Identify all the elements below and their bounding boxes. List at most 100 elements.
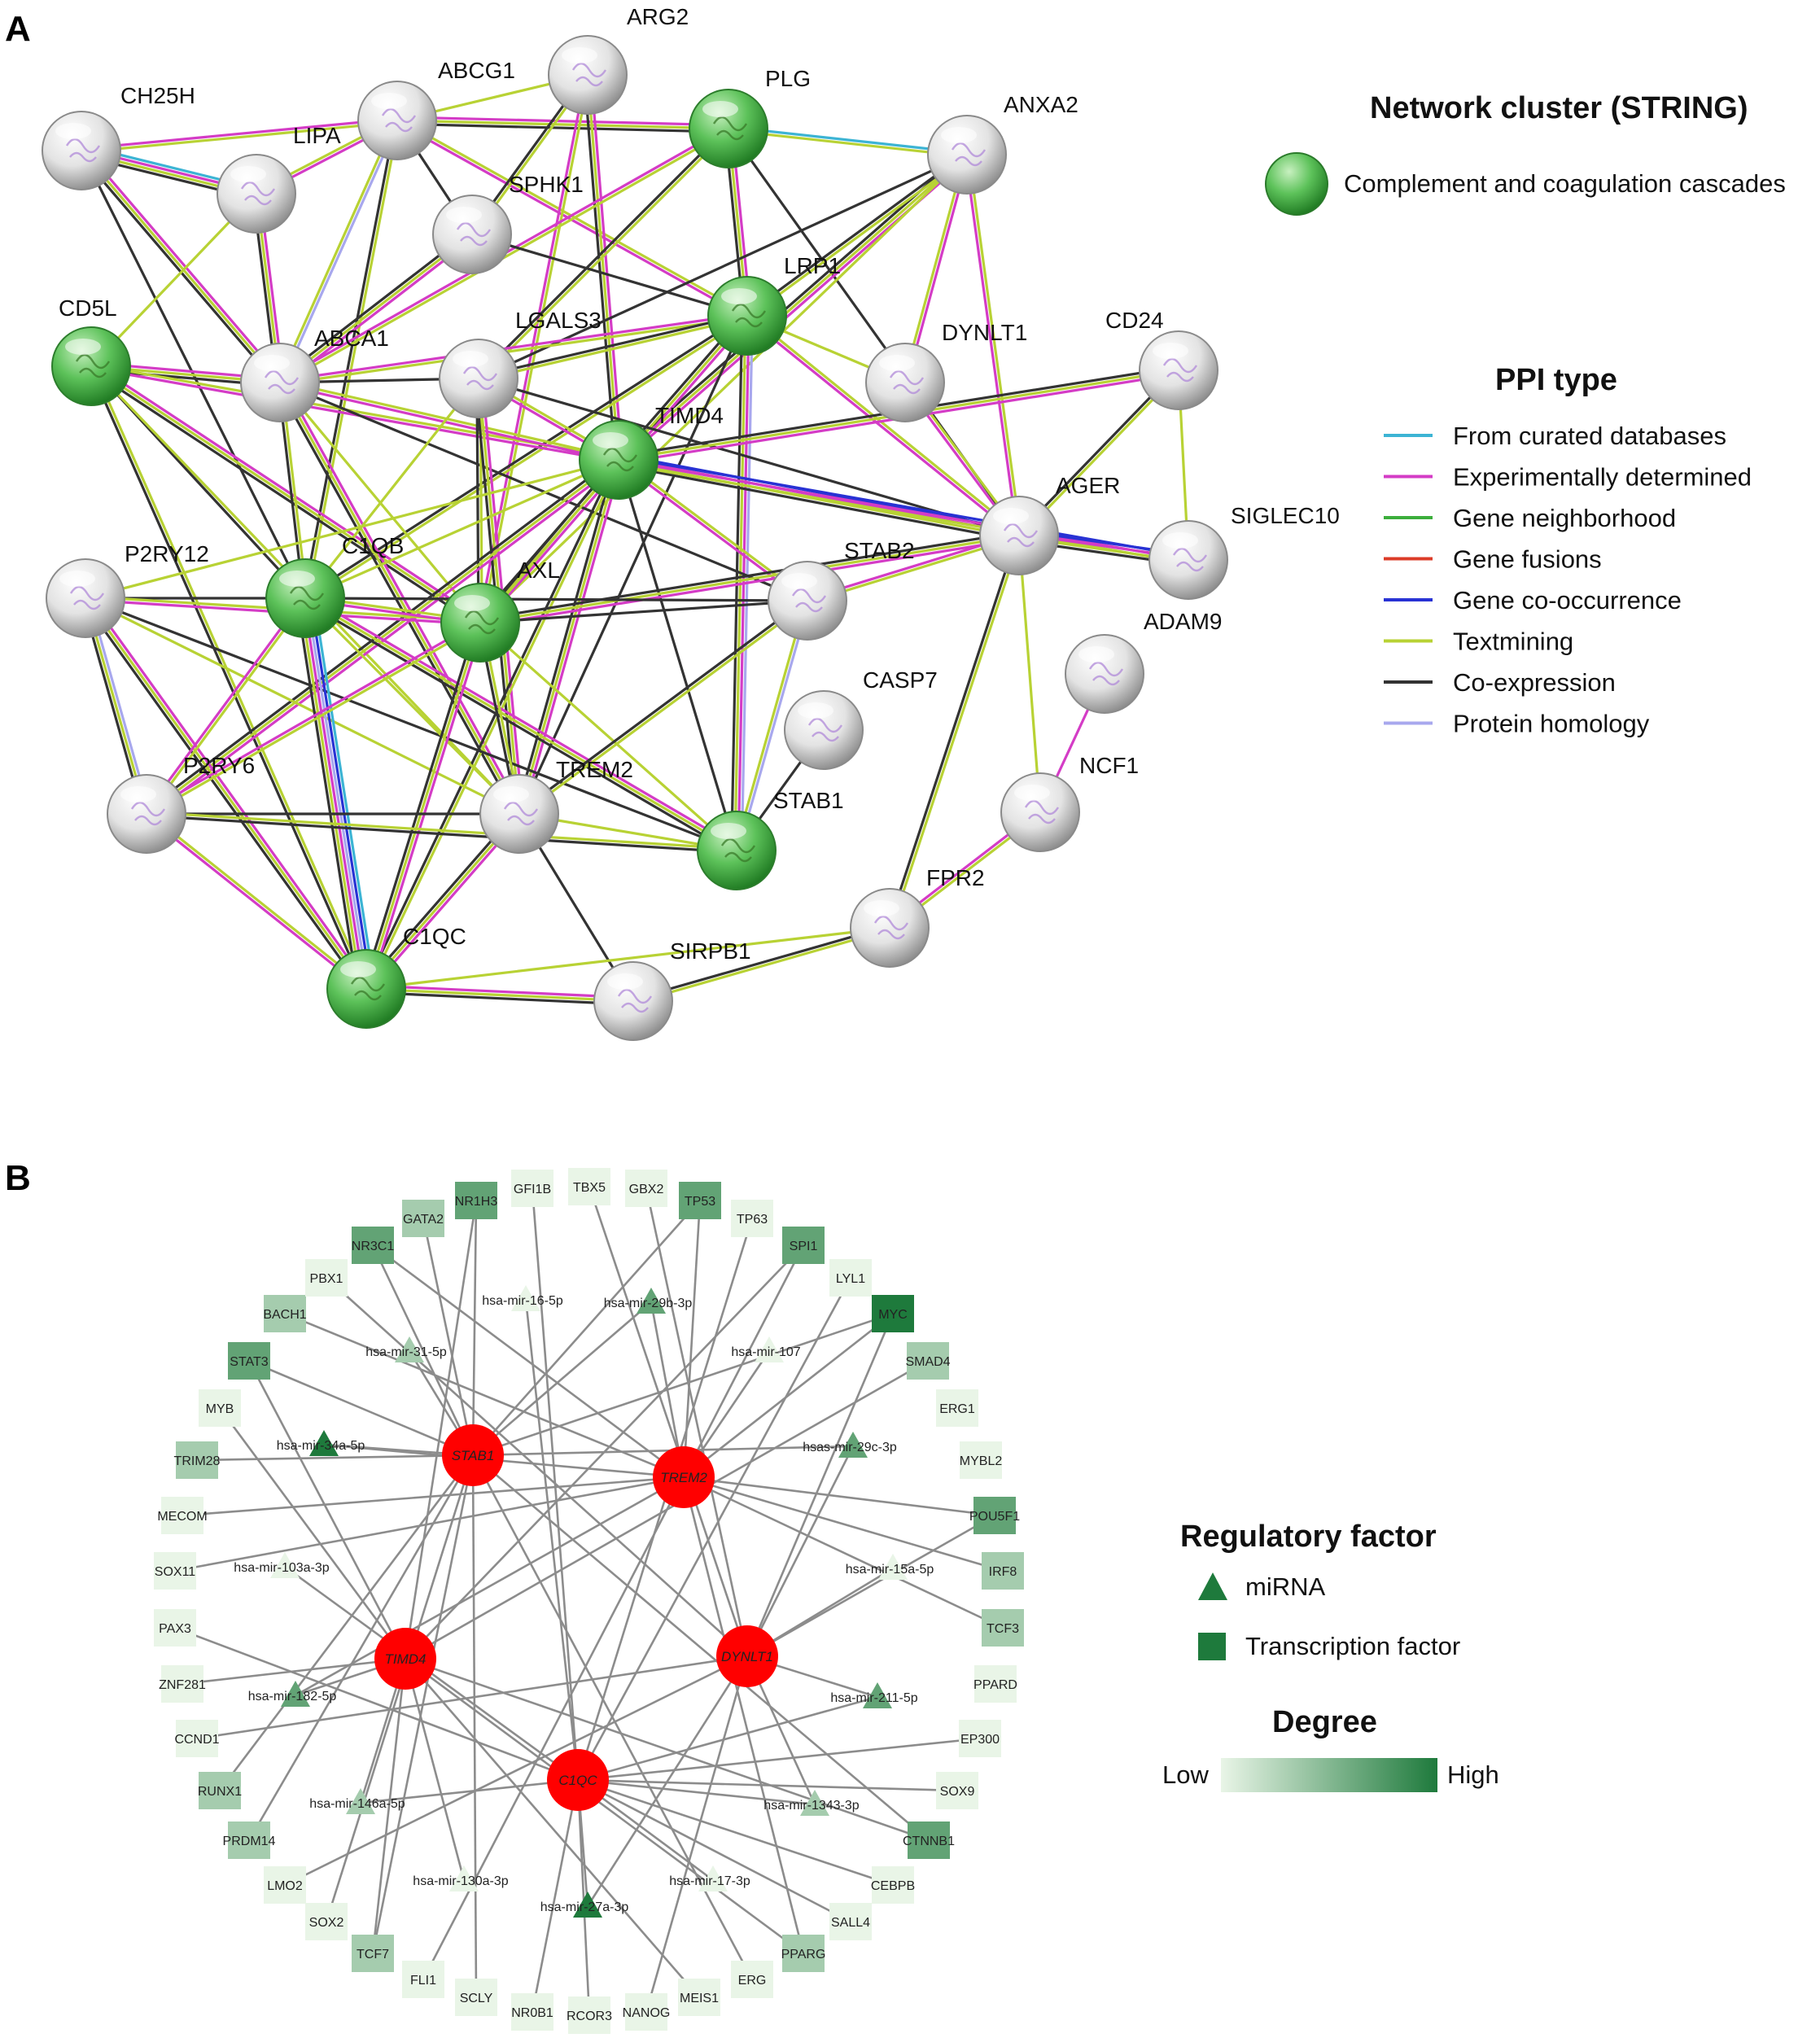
tf-node-ctnnb1[interactable]: CTNNB1 bbox=[903, 1822, 955, 1859]
ppi-node-fpr2[interactable]: FPR2 bbox=[850, 865, 985, 968]
tf-node-smad4[interactable]: SMAD4 bbox=[905, 1342, 951, 1380]
mirna-node-hsas-mir-29c-3p[interactable]: hsas-mir-29c-3p bbox=[803, 1432, 897, 1458]
tf-node-pou5f1[interactable]: POU5F1 bbox=[969, 1497, 1020, 1534]
ppi-legend-label: Protein homology bbox=[1453, 710, 1650, 738]
tf-node-sox2[interactable]: SOX2 bbox=[305, 1903, 348, 1940]
tf-node-tcf3[interactable]: TCF3 bbox=[982, 1609, 1024, 1647]
mirna-node-hsa-mir-27a-3p[interactable]: hsa-mir-27a-3p bbox=[540, 1891, 629, 1918]
ppi-node-lrp1[interactable]: LRP1 bbox=[707, 253, 841, 356]
tf-node-spi1[interactable]: SPI1 bbox=[782, 1227, 825, 1264]
tf-node-tp53[interactable]: TP53 bbox=[679, 1182, 721, 1219]
ppi-node-plg[interactable]: PLG bbox=[689, 66, 811, 168]
mirna-node-hsa-mir-146a-5p[interactable]: hsa-mir-146a-5p bbox=[309, 1788, 405, 1814]
ppi-node-lgals3[interactable]: LGALS3 bbox=[439, 308, 602, 418]
tf-node-tbx5[interactable]: TBX5 bbox=[568, 1168, 610, 1205]
tf-node-ppard[interactable]: PPARD bbox=[973, 1665, 1017, 1703]
ppi-node-c1qc[interactable]: C1QC bbox=[326, 924, 466, 1029]
tf-node-nr3c1[interactable]: NR3C1 bbox=[352, 1227, 395, 1264]
hub-gene-dynlt1[interactable]: DYNLT1 bbox=[716, 1625, 778, 1687]
tf-node-gata2[interactable]: GATA2 bbox=[402, 1200, 444, 1237]
ppi-node-ncf1[interactable]: NCF1 bbox=[1000, 753, 1139, 852]
tf-node-nr0b1[interactable]: NR0B1 bbox=[511, 1993, 553, 2031]
tf-node-ep300[interactable]: EP300 bbox=[959, 1720, 1001, 1757]
tf-node-sall4[interactable]: SALL4 bbox=[829, 1903, 872, 1940]
ppi-node-stab1[interactable]: STAB1 bbox=[697, 788, 844, 890]
mirna-node-hsa-mir-103a-3p[interactable]: hsa-mir-103a-3p bbox=[234, 1552, 330, 1578]
tf-node-gfi1b[interactable]: GFI1B bbox=[511, 1170, 553, 1207]
ppi-node-anxa2[interactable]: ANXA2 bbox=[927, 92, 1078, 195]
mirna-node-hsa-mir-130a-3p[interactable]: hsa-mir-130a-3p bbox=[413, 1865, 509, 1891]
mirna-node-hsa-mir-107[interactable]: hsa-mir-107 bbox=[731, 1336, 801, 1362]
ppi-node-label-lgals3: LGALS3 bbox=[515, 308, 602, 333]
mirna-node-hsa-mir-17-3p[interactable]: hsa-mir-17-3p bbox=[669, 1865, 750, 1891]
tf-node-meis1[interactable]: MEIS1 bbox=[678, 1979, 720, 2016]
hub-gene-timd4[interactable]: TIMD4 bbox=[374, 1628, 436, 1690]
ppi-node-dynlt1[interactable]: DYNLT1 bbox=[865, 320, 1027, 422]
tf-node-gbx2[interactable]: GBX2 bbox=[625, 1170, 667, 1207]
ppi-node-abcg1[interactable]: ABCG1 bbox=[357, 58, 515, 160]
ppi-node-trem2[interactable]: TREM2 bbox=[479, 757, 633, 854]
ppi-node-sphk1[interactable]: SPHK1 bbox=[432, 172, 584, 274]
tf-node-lyl1[interactable]: LYL1 bbox=[829, 1259, 872, 1297]
mirna-node-hsa-mir-1343-3p[interactable]: hsa-mir-1343-3p bbox=[763, 1790, 860, 1816]
ppi-node-siglec10[interactable]: SIGLEC10 bbox=[1148, 503, 1340, 600]
mirna-node-hsa-mir-16-5p[interactable]: hsa-mir-16-5p bbox=[482, 1285, 563, 1311]
tf-node-scly[interactable]: SCLY bbox=[455, 1979, 497, 2016]
tf-node-cebpb[interactable]: CEBPB bbox=[871, 1866, 915, 1904]
tf-node-myc[interactable]: MYC bbox=[872, 1295, 914, 1332]
ppi-node-p2ry6[interactable]: P2RY6 bbox=[107, 753, 255, 854]
tf-node-prdm14[interactable]: PRDM14 bbox=[223, 1822, 276, 1859]
ppi-node-stab2[interactable]: STAB2 bbox=[768, 538, 915, 641]
mirna-node-hsa-mir-15a-5p[interactable]: hsa-mir-15a-5p bbox=[846, 1554, 934, 1580]
mirna-node-hsa-mir-29b-3p[interactable]: hsa-mir-29b-3p bbox=[604, 1288, 693, 1314]
hub-gene-trem2[interactable]: TREM2 bbox=[653, 1446, 715, 1508]
tf-node-erg[interactable]: ERG bbox=[731, 1961, 773, 1998]
hub-gene-stab1[interactable]: STAB1 bbox=[442, 1424, 504, 1486]
ppi-node-sirpb1[interactable]: SIRPB1 bbox=[593, 938, 751, 1041]
ppi-node-lipa[interactable]: LIPA bbox=[217, 123, 341, 234]
mirna-node-hsa-mir-34a-5p[interactable]: hsa-mir-34a-5p bbox=[277, 1430, 365, 1456]
protein-structure-icon bbox=[464, 610, 500, 635]
tf-node-nr1h3[interactable]: NR1H3 bbox=[455, 1182, 498, 1219]
ppi-node-casp7[interactable]: CASP7 bbox=[784, 667, 938, 770]
ppi-node-arg2[interactable]: ARG2 bbox=[548, 4, 689, 115]
tf-node-tcf7[interactable]: TCF7 bbox=[352, 1935, 394, 1972]
tf-node-mybl2[interactable]: MYBL2 bbox=[960, 1441, 1003, 1479]
tf-node-myb[interactable]: MYB bbox=[199, 1389, 241, 1427]
tf-node-pbx1[interactable]: PBX1 bbox=[305, 1259, 348, 1297]
ppi-node-timd4[interactable]: TIMD4 bbox=[579, 403, 724, 500]
ppi-node-cd24[interactable]: CD24 bbox=[1105, 308, 1218, 410]
mirna-node-hsa-mir-182-5p[interactable]: hsa-mir-182-5p bbox=[248, 1681, 337, 1707]
hub-gene-c1qc[interactable]: C1QC bbox=[547, 1749, 609, 1811]
mirna-node-hsa-mir-211-5p[interactable]: hsa-mir-211-5p bbox=[830, 1682, 918, 1708]
tf-node-rcor3[interactable]: RCOR3 bbox=[567, 1996, 612, 2034]
tf-node-pparg[interactable]: PPARG bbox=[781, 1935, 826, 1972]
tf-node-trim28[interactable]: TRIM28 bbox=[174, 1441, 221, 1479]
tf-node-nanog[interactable]: NANOG bbox=[623, 1993, 671, 2031]
ppi-node-p2ry12[interactable]: P2RY12 bbox=[46, 541, 209, 638]
mirna-node-hsa-mir-31-5p[interactable]: hsa-mir-31-5p bbox=[365, 1336, 447, 1362]
protein-structure-icon bbox=[130, 801, 166, 826]
tf-node-znf281[interactable]: ZNF281 bbox=[159, 1665, 206, 1703]
tf-node-bach1[interactable]: BACH1 bbox=[263, 1295, 307, 1332]
ppi-node-abca1[interactable]: ABCA1 bbox=[240, 326, 389, 422]
ppi-node-ch25h[interactable]: CH25H bbox=[42, 83, 195, 190]
tf-node-sox11[interactable]: SOX11 bbox=[154, 1552, 196, 1590]
tf-node-ccnd1[interactable]: CCND1 bbox=[174, 1720, 220, 1757]
ppi-node-adam9[interactable]: ADAM9 bbox=[1065, 609, 1222, 714]
tf-node-erg1[interactable]: ERG1 bbox=[936, 1389, 978, 1427]
tf-node-mecom[interactable]: MECOM bbox=[157, 1497, 208, 1534]
tf-node-runx1[interactable]: RUNX1 bbox=[198, 1772, 242, 1809]
tf-node-sox9[interactable]: SOX9 bbox=[936, 1772, 978, 1809]
tf-node-lmo2[interactable]: LMO2 bbox=[264, 1866, 306, 1904]
tf-node-irf8[interactable]: IRF8 bbox=[982, 1552, 1024, 1590]
ppi-node-cd5l[interactable]: CD5L bbox=[51, 295, 131, 406]
ppi-node-ager[interactable]: AGER bbox=[979, 473, 1120, 575]
tf-label: FLI1 bbox=[410, 1974, 436, 1988]
tf-node-tp63[interactable]: TP63 bbox=[731, 1200, 773, 1237]
tf-node-pax3[interactable]: PAX3 bbox=[154, 1609, 196, 1647]
ppi-node-axl[interactable]: AXL bbox=[440, 558, 560, 663]
ppi-node-c1qb[interactable]: C1QB bbox=[265, 533, 404, 638]
tf-node-stat3[interactable]: STAT3 bbox=[228, 1342, 270, 1380]
tf-node-fli1[interactable]: FLI1 bbox=[402, 1961, 444, 1998]
